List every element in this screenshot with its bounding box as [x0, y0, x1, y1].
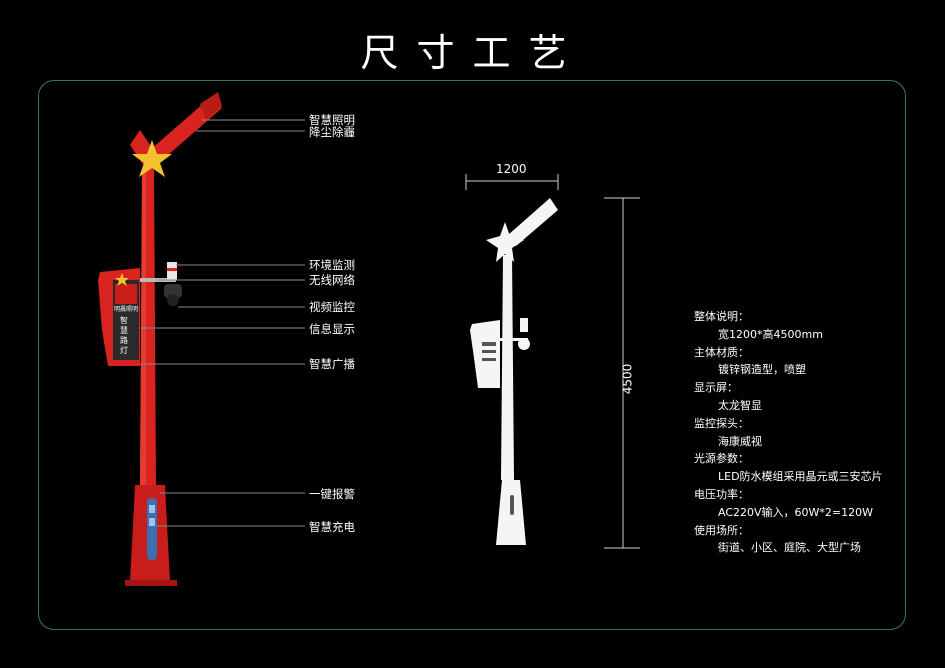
content-frame	[38, 80, 906, 630]
white-dimension-pole	[470, 198, 558, 545]
spec-list: 整体说明： 宽1200*高4500mm 主体材质： 镀锌钢造型，喷塑 显示屏： …	[694, 308, 883, 557]
callout-info-display: 信息显示	[309, 322, 355, 336]
spec-heading: 监控探头：	[694, 416, 749, 430]
spec-heading: 整体说明：	[694, 310, 749, 323]
callout-video: 视频监控	[309, 300, 355, 314]
red-smart-pole	[98, 92, 222, 586]
height-dimension: 4500	[620, 363, 635, 395]
spec-value: 街道、小区、庭院、大型广场	[718, 541, 861, 555]
panel-text: 智慧路灯	[120, 316, 128, 355]
white-pole-details	[482, 342, 514, 515]
dimension-lines	[465, 174, 640, 549]
spec-value: 太龙智显	[718, 398, 762, 412]
callout-leaders	[140, 119, 305, 527]
callout-alarm: 一键报警	[309, 487, 355, 501]
page-title: 尺寸工艺	[360, 31, 585, 75]
width-dimension: 1200	[496, 162, 527, 176]
callout-dust-haze: 降尘除霾	[309, 125, 355, 139]
spec-value: 海康威视	[718, 434, 762, 448]
panel-brand: 明晨照明	[114, 306, 139, 313]
spec-heading: 使用场所：	[694, 523, 749, 537]
callout-wireless: 无线网络	[309, 273, 355, 287]
spec-value: AC220V输入，60W*2=120W	[718, 505, 873, 519]
spec-value: 宽1200*高4500mm	[718, 327, 823, 341]
spec-heading: 显示屏：	[694, 381, 738, 395]
spec-heading: 主体材质：	[694, 345, 749, 359]
spec-value: 镀锌钢造型，喷塑	[718, 363, 806, 377]
callout-charging: 智慧充电	[309, 520, 355, 534]
callout-environment: 环境监测	[309, 258, 355, 272]
spec-value: LED防水模组采用晶元或三安芯片	[718, 470, 883, 484]
callout-broadcast: 智慧广播	[309, 357, 355, 371]
spec-heading: 光源参数：	[694, 452, 749, 466]
spec-heading: 电压功率：	[694, 487, 749, 501]
callout-smart-lighting: 智慧照明	[309, 113, 355, 127]
